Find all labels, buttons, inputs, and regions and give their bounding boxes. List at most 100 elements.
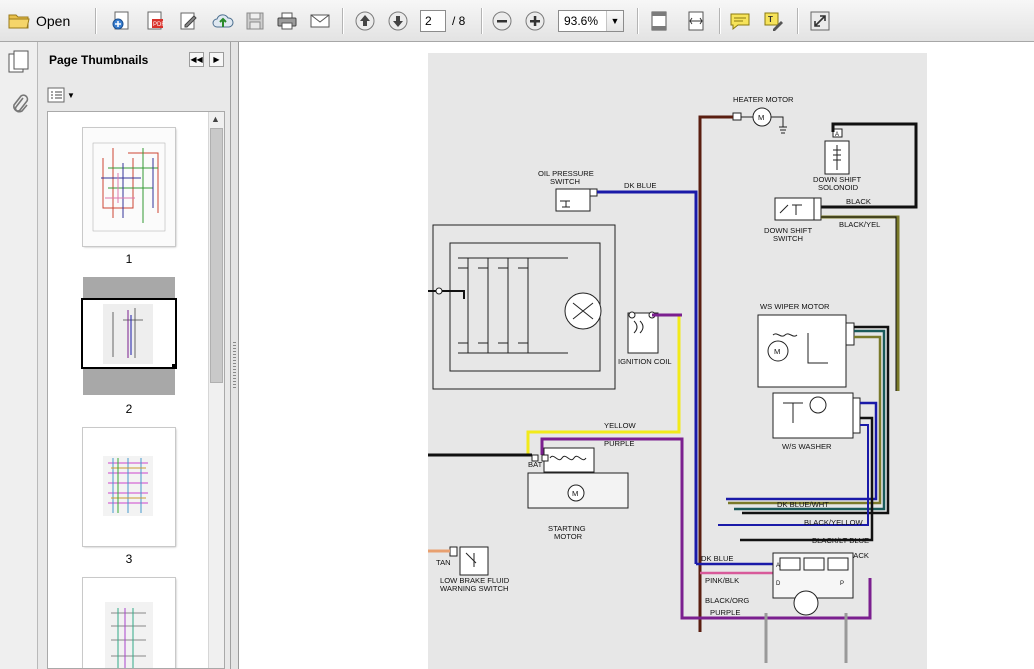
email-button[interactable] bbox=[307, 7, 333, 35]
dk-blue-wht-label: DK BLUE/WHT bbox=[777, 500, 829, 509]
thumbnail-page-3[interactable] bbox=[83, 428, 175, 546]
ws-wiper-motor-symbol: M bbox=[757, 314, 855, 388]
distributor-block-symbol bbox=[428, 224, 616, 390]
chevron-right-icon: ▶ bbox=[213, 55, 220, 64]
full-screen-button[interactable] bbox=[807, 7, 833, 35]
export-pdf-button[interactable]: PDF bbox=[142, 7, 168, 35]
oil-pressure-label-1: OIL PRESSURE bbox=[538, 169, 594, 178]
down-shift-switch-label-1: DOWN SHIFT bbox=[764, 226, 812, 235]
panel-menu-button[interactable]: ▶ bbox=[209, 52, 224, 67]
starting-motor-label-1: STARTING bbox=[548, 524, 586, 533]
save-button[interactable] bbox=[242, 7, 268, 35]
down-shift-switch-symbol bbox=[774, 197, 822, 221]
thumbnail-number: 2 bbox=[125, 402, 133, 416]
previous-page-button[interactable] bbox=[352, 7, 378, 35]
print-button[interactable] bbox=[274, 7, 300, 35]
pink-blk-label: PINK/BLK bbox=[705, 576, 739, 585]
thumbnail-page-4[interactable] bbox=[83, 578, 175, 668]
page-thumbnails-tab[interactable] bbox=[7, 49, 31, 78]
edit-document-icon bbox=[180, 12, 197, 30]
highlighter-icon: T bbox=[764, 12, 783, 31]
thumbnail-number: 3 bbox=[125, 552, 133, 566]
scroll-up-icon[interactable]: ▲ bbox=[211, 114, 220, 124]
collapse-panel-button[interactable]: ◀◀ bbox=[189, 52, 204, 67]
thumbnail-scrollbar[interactable]: ▲ bbox=[208, 112, 224, 668]
thumbnail-number: 1 bbox=[125, 252, 133, 266]
panel-splitter[interactable] bbox=[231, 42, 239, 669]
double-chevron-left-icon: ◀◀ bbox=[190, 55, 203, 64]
zoom-out-button[interactable] bbox=[489, 7, 515, 35]
thumbnail-page-1[interactable] bbox=[83, 128, 175, 246]
thumbnail-options-button[interactable]: ▼ bbox=[47, 87, 75, 103]
ws-wiper-motor-label: WS WIPER MOTOR bbox=[760, 302, 830, 311]
ws-washer-label: W/S WASHER bbox=[782, 442, 832, 451]
pages-icon bbox=[8, 50, 29, 73]
zoom-in-button[interactable] bbox=[522, 7, 548, 35]
zoom-select[interactable]: 93.6% ▼ bbox=[558, 7, 624, 35]
thumbnail-preview bbox=[83, 428, 175, 546]
scrollbar-thumb[interactable] bbox=[210, 128, 223, 383]
thumbnail-list: 1 2 3 bbox=[47, 111, 225, 669]
connector-p-label: P bbox=[840, 581, 844, 587]
low-brake-label-1: LOW BRAKE FLUID bbox=[440, 576, 510, 585]
document-view[interactable]: M HEATER MOTOR OIL PRESSURE SWITCH DK BL… bbox=[239, 42, 1034, 669]
heater-motor-symbol: M bbox=[732, 107, 787, 134]
expand-icon bbox=[810, 11, 830, 31]
down-shift-solenoid-label-2: SOLONOID bbox=[818, 183, 859, 192]
edit-button[interactable] bbox=[176, 7, 202, 35]
brown-wire bbox=[698, 115, 733, 632]
low-brake-switch-symbol bbox=[449, 546, 489, 576]
page-number-input[interactable] bbox=[420, 10, 446, 32]
page-navigation: / 8 bbox=[420, 7, 465, 35]
connector-d-label: D bbox=[776, 581, 781, 587]
comment-button[interactable] bbox=[727, 7, 753, 35]
arrow-up-icon bbox=[355, 11, 375, 31]
create-pdf-button[interactable] bbox=[108, 7, 134, 35]
save-disk-icon bbox=[246, 12, 264, 30]
create-pdf-icon bbox=[112, 11, 129, 30]
svg-text:A: A bbox=[835, 132, 839, 138]
connector-a-label: A bbox=[776, 563, 780, 569]
open-label: Open bbox=[36, 13, 71, 29]
plus-circle-icon bbox=[525, 11, 545, 31]
down-shift-solenoid-symbol: A bbox=[824, 128, 850, 175]
ignition-coil-symbol bbox=[627, 311, 659, 354]
ignition-coil-label: IGNITION COIL bbox=[618, 357, 672, 366]
arrow-down-icon bbox=[388, 11, 408, 31]
panel-title: Page Thumbnails bbox=[49, 53, 149, 67]
toolbar-separator bbox=[719, 8, 721, 34]
fit-width-button[interactable] bbox=[683, 7, 709, 35]
chevron-down-icon: ▼ bbox=[67, 90, 75, 100]
black-yellow-label: BLACK/YELLOW bbox=[804, 518, 863, 527]
upload-button[interactable] bbox=[210, 7, 236, 35]
page-total: / 8 bbox=[452, 14, 466, 28]
highlight-button[interactable]: T bbox=[760, 7, 786, 35]
ws-washer-symbol bbox=[772, 392, 861, 439]
chevron-down-icon[interactable]: ▼ bbox=[606, 11, 623, 31]
resize-handle[interactable] bbox=[172, 364, 177, 369]
main-toolbar: Open PDF / 8 93.6% ▼ bbox=[0, 0, 1034, 42]
svg-text:M: M bbox=[758, 113, 764, 122]
toolbar-separator bbox=[342, 8, 344, 34]
down-shift-solenoid-label-1: DOWN SHIFT bbox=[813, 175, 861, 184]
oil-pressure-label-2: SWITCH bbox=[550, 177, 580, 186]
splitter-grip[interactable] bbox=[233, 342, 236, 388]
svg-text:T: T bbox=[768, 15, 773, 24]
pdf-page: M HEATER MOTOR OIL PRESSURE SWITCH DK BL… bbox=[428, 53, 927, 669]
toolbar-separator bbox=[797, 8, 799, 34]
tan-label: TAN bbox=[436, 558, 451, 567]
zoom-value: 93.6% bbox=[564, 14, 599, 28]
pdf-export-icon: PDF bbox=[147, 11, 165, 30]
fit-page-button[interactable] bbox=[646, 7, 672, 35]
thumbnail-page-2[interactable] bbox=[83, 300, 177, 369]
svg-text:M: M bbox=[774, 347, 780, 356]
starting-motor-symbol: M bbox=[527, 447, 629, 509]
thumbnail-preview bbox=[83, 128, 175, 246]
open-button[interactable]: Open bbox=[8, 7, 70, 35]
black-wire-top bbox=[820, 122, 918, 209]
navigation-rail bbox=[0, 42, 38, 669]
attachments-tab[interactable] bbox=[9, 92, 29, 119]
wiring-diagram: M HEATER MOTOR OIL PRESSURE SWITCH DK BL… bbox=[428, 53, 927, 669]
next-page-button[interactable] bbox=[385, 7, 411, 35]
envelope-icon bbox=[310, 14, 330, 28]
